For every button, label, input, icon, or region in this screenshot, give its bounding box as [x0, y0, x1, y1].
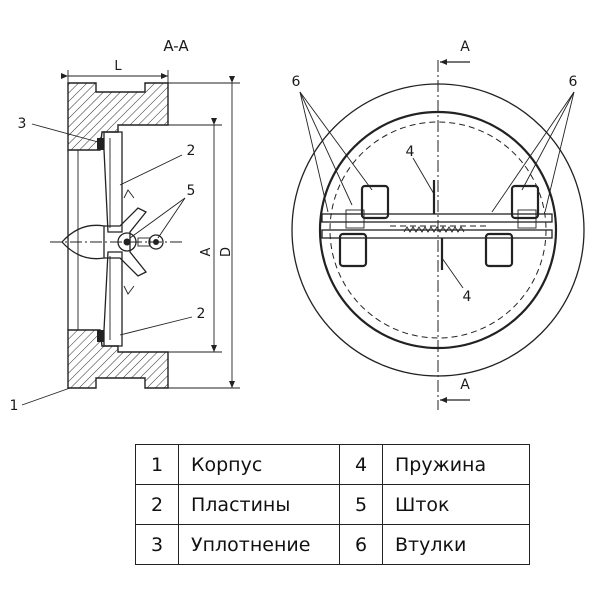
callout-2-top: 2	[187, 143, 196, 159]
callout-5: 5	[187, 183, 196, 199]
bushing-left-bottom	[338, 232, 368, 268]
callout-6-right: 6	[569, 74, 578, 90]
legend-name: Пластины	[178, 484, 340, 525]
dim-length-label: L	[114, 59, 122, 74]
dim-outer-label: D	[219, 247, 234, 257]
plate-lower	[103, 251, 123, 347]
front-view	[291, 59, 585, 410]
parts-legend: 1 Корпус 4 Пружина 2 Пластины 5 Шток 3 У…	[135, 444, 530, 565]
legend-row: 3 Уплотнение 6 Втулки	[135, 524, 530, 565]
legend-row: 2 Пластины 5 Шток	[135, 484, 530, 525]
bushing-right-top	[510, 184, 540, 220]
legend-name: Корпус	[178, 444, 340, 485]
plate-upper	[103, 131, 123, 233]
body-lower-section	[67, 329, 169, 389]
stem-2	[148, 234, 164, 250]
callout-1: 1	[10, 398, 19, 414]
body-upper-section	[67, 82, 169, 151]
legend-name: Уплотнение	[178, 524, 340, 565]
spring	[403, 226, 465, 233]
legend-name: Шток	[382, 484, 530, 525]
legend-num: 3	[135, 524, 179, 565]
legend-num: 5	[339, 484, 383, 525]
callout-4-top: 4	[406, 144, 415, 160]
callout-2-bottom: 2	[197, 306, 206, 322]
callout-4-bottom: 4	[463, 289, 472, 305]
legend-name: Втулки	[382, 524, 530, 565]
dim-bore-label: A	[199, 247, 214, 256]
seal	[97, 138, 104, 150]
legend-name: Пружина	[382, 444, 530, 485]
legend-num: 4	[339, 444, 383, 485]
callout-3: 3	[18, 116, 27, 132]
seal-lower	[97, 330, 104, 342]
legend-num: 2	[135, 484, 179, 525]
section-title: A-A	[163, 37, 189, 55]
callout-6-left: 6	[292, 74, 301, 90]
bushing-left-top	[360, 184, 390, 220]
valve-drawing: A-A L A D 3 2 5 2 1	[10, 37, 585, 414]
section-view	[21, 70, 240, 406]
legend-num: 1	[135, 444, 179, 485]
legend-num: 6	[339, 524, 383, 565]
cut-label-top: A	[460, 39, 470, 55]
bushing-right-bottom	[484, 232, 514, 268]
hub	[61, 224, 105, 260]
legend-row: 1 Корпус 4 Пружина	[135, 444, 530, 485]
cut-label-bottom: A	[460, 377, 470, 393]
